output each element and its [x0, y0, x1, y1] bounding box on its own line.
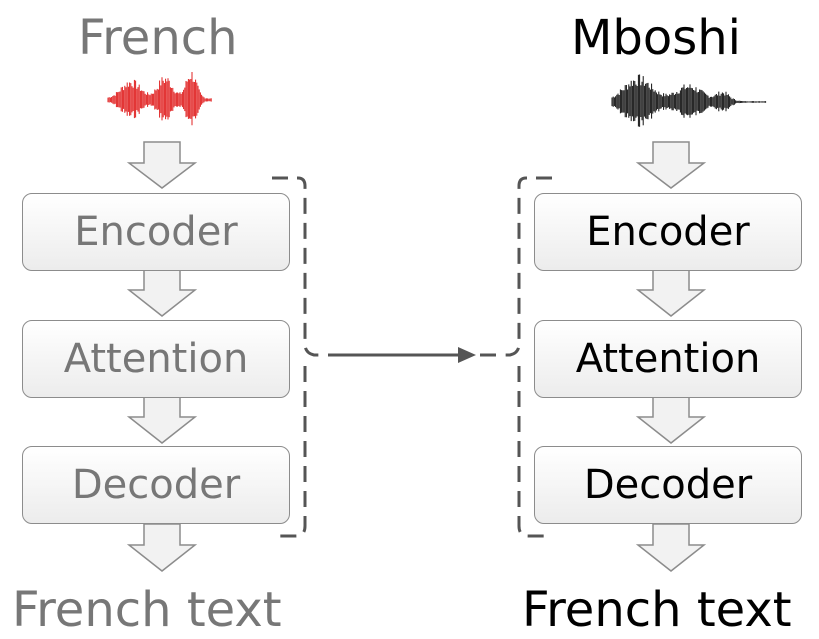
left-output-label: French text: [12, 582, 282, 638]
mboshi-waveform-icon: [611, 74, 767, 127]
right-attention-label: Attention: [575, 336, 761, 382]
down-arrow-icon: [126, 141, 198, 189]
left-attention-box: Attention: [22, 320, 290, 398]
right-model-bracket-icon: [499, 176, 552, 538]
source-language-title: French: [78, 10, 238, 66]
down-arrow-icon: [126, 523, 198, 572]
left-encoder-box: Encoder: [22, 193, 290, 271]
left-encoder-label: Encoder: [74, 209, 238, 255]
left-model-bracket-icon: [272, 176, 325, 538]
down-arrow-icon: [635, 269, 707, 317]
down-arrow-icon: [635, 523, 707, 572]
french-waveform-icon: [107, 72, 212, 126]
right-attention-box: Attention: [534, 320, 802, 398]
left-attention-label: Attention: [63, 336, 249, 382]
target-language-title: Mboshi: [571, 10, 742, 66]
down-arrow-icon: [635, 396, 707, 444]
transfer-arrowhead-icon: [458, 347, 476, 363]
right-encoder-box: Encoder: [534, 193, 802, 271]
left-decoder-label: Decoder: [71, 462, 241, 508]
right-decoder-box: Decoder: [534, 446, 802, 524]
down-arrow-icon: [126, 396, 198, 444]
right-decoder-label: Decoder: [583, 462, 753, 508]
down-arrow-icon: [126, 269, 198, 317]
down-arrow-icon: [635, 141, 707, 189]
left-decoder-box: Decoder: [22, 446, 290, 524]
right-output-label: French text: [522, 582, 792, 638]
right-encoder-label: Encoder: [586, 209, 750, 255]
